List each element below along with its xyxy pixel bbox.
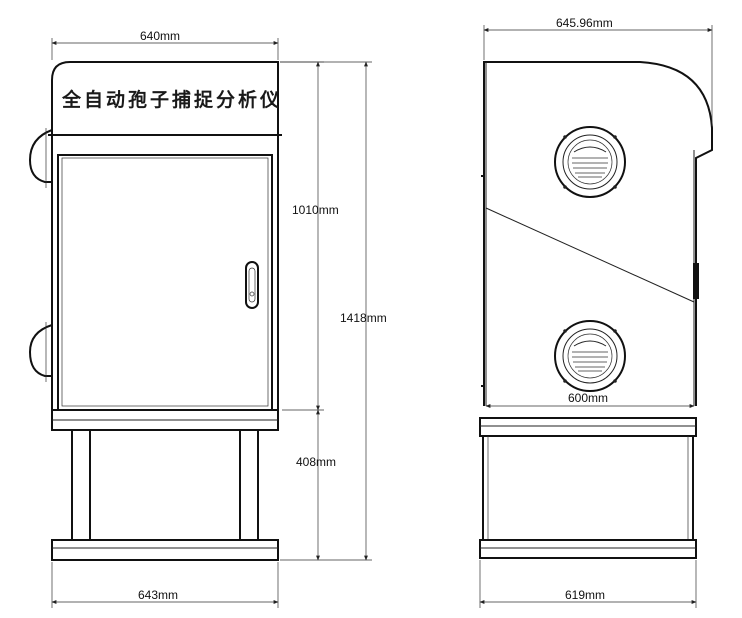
dim-total-height-label: 1418mm [340,311,387,325]
dim-top-depth-label: 645.96mm [556,16,613,30]
dim-top-width-label: 640mm [140,29,180,43]
front-stand-leg-left [71,429,91,541]
dim-top-width: 640mm [51,29,279,60]
front-stand-leg-right [239,429,259,541]
front-stand-base [51,539,279,561]
dim-stand-height-label: 408mm [296,455,336,469]
side-vent-top-icon [28,129,53,183]
dim-inner-width-label: 600mm [568,391,608,405]
dim-base-width-label: 643mm [138,588,178,602]
side-view: 645.96mm 600mm 619mm [479,16,713,608]
front-door-outer [57,154,273,411]
side-cabinet-outline [483,61,713,406]
front-door-inner [61,157,269,407]
vent-fan-bottom-icon [554,320,626,392]
dim-upper-height: 1010mm [280,61,339,411]
dim-upper-height-label: 1010mm [292,203,339,217]
dim-base-depth: 619mm [479,560,697,608]
dim-base-depth-label: 619mm [565,588,605,602]
side-right-latch [693,263,699,299]
side-stand-top-plate [479,417,697,437]
front-header-outline [51,61,279,135]
door-lock-icon [249,291,255,297]
dim-base-width: 643mm [51,562,279,608]
dim-total-height: 1418mm [280,61,387,561]
door-handle-icon [245,261,259,309]
door-handle-slot [248,267,256,303]
dim-top-depth: 645.96mm [483,16,713,126]
front-view: 全自动孢子捕捉分析仪 640mm [28,29,387,608]
front-cabinet-body [51,134,279,411]
dim-stand-height: 408mm [280,409,372,561]
device-title: 全自动孢子捕捉分析仪 [61,88,282,111]
side-panel-diagonal [485,207,695,303]
dim-inner-width: 600mm [485,391,695,408]
side-vent-bottom-icon [28,324,53,377]
side-stand-base [479,539,697,559]
vent-fan-top-icon [554,126,626,198]
